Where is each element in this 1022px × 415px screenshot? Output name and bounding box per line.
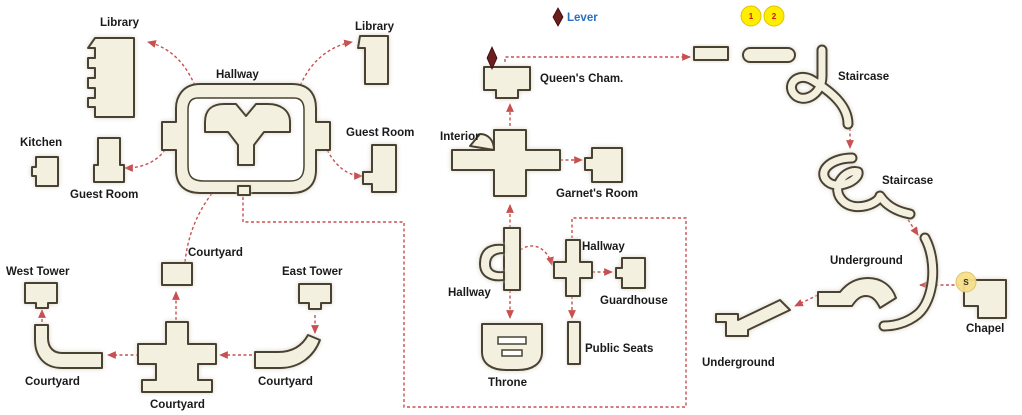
label-guest-room-east: Guest Room — [346, 127, 414, 139]
label-hallway-main: Hallway — [216, 69, 259, 81]
chapel-room — [963, 279, 1007, 319]
courtyard-west-room — [34, 324, 103, 369]
label-library-west: Library — [100, 17, 140, 29]
label-chapel: Chapel — [966, 323, 1004, 335]
throne-room — [481, 323, 543, 371]
label-courtyard-north: Courtyard — [188, 247, 243, 259]
route-courtyard-to-hallway — [184, 164, 241, 263]
staircase-upper-room — [786, 44, 854, 130]
label-underground-upper: Underground — [830, 255, 903, 267]
label-hallway-east: Hallway — [582, 241, 625, 253]
svg-text:S: S — [963, 278, 969, 287]
library-east-room — [357, 35, 389, 85]
diamond-icon — [552, 7, 564, 27]
route-hallway-to-guest-room-west — [124, 144, 169, 172]
underground-upper-room — [817, 232, 939, 332]
label-underground-lower: Underground — [702, 357, 775, 369]
interior-room — [451, 129, 561, 197]
label-guest-room-west: Guest Room — [70, 189, 138, 201]
label-west-tower: West Tower — [6, 266, 70, 278]
route-underground-to-lower — [794, 294, 819, 307]
label-garnets-room: Garnet's Room — [556, 188, 638, 200]
legend-lever-label: Lever — [567, 12, 598, 24]
label-courtyard-west: Courtyard — [25, 376, 80, 388]
label-queens-chamber: Queen's Cham. — [540, 73, 623, 85]
marker-2: 2 — [763, 5, 785, 27]
guest-room-west-room — [93, 137, 125, 183]
route-queens-chamber-to-staircase — [504, 53, 691, 62]
label-courtyard-south: Courtyard — [150, 399, 205, 411]
label-kitchen: Kitchen — [20, 137, 62, 149]
map-labels: Library Library Hallway Kitchen Guest Ro… — [6, 17, 1004, 411]
label-hallway-west: Hallway — [448, 287, 491, 299]
label-throne: Throne — [488, 377, 527, 389]
legend: Lever — [552, 7, 598, 27]
staircase-lower-room — [818, 152, 916, 220]
courtyard-south-room — [137, 321, 217, 393]
route-staircase-lower-to-underground — [904, 214, 919, 236]
svg-text:1: 1 — [749, 12, 754, 21]
label-interior: Interior — [440, 131, 480, 143]
label-guardhouse: Guardhouse — [600, 295, 668, 307]
save-point-marker: S — [955, 271, 977, 293]
label-staircase-lower: Staircase — [882, 175, 933, 187]
west-tower-room — [24, 282, 58, 309]
label-library-east: Library — [355, 21, 395, 33]
queens-chamber-room — [483, 66, 531, 99]
hallway-east-room — [553, 239, 593, 297]
corridor-block-room — [693, 46, 729, 61]
marker-platform-room — [742, 47, 796, 63]
route-hallway-to-guest-room-east — [324, 144, 363, 180]
marker-1: 1 — [740, 5, 762, 27]
label-courtyard-east: Courtyard — [258, 376, 313, 388]
underground-lower-room — [715, 299, 791, 337]
guardhouse-room — [615, 257, 646, 289]
public-seats-room — [567, 321, 581, 365]
east-tower-room — [298, 283, 332, 310]
kitchen-room — [31, 156, 59, 187]
label-staircase-upper: Staircase — [838, 71, 889, 83]
lever-on-map — [486, 46, 498, 70]
guest-room-east-room — [362, 144, 397, 193]
hallway-main-room — [161, 83, 331, 196]
courtyard-east-room — [254, 334, 321, 369]
route-hallway-to-library-west — [147, 40, 206, 129]
svg-text:2: 2 — [772, 12, 777, 21]
hallway-west-room — [479, 227, 521, 291]
courtyard-north-room — [161, 262, 193, 286]
route-hallway-to-lower-long — [242, 197, 687, 408]
label-public-seats: Public Seats — [585, 343, 653, 355]
library-west-room — [87, 37, 135, 118]
label-east-tower: East Tower — [282, 266, 343, 278]
garnets-room-room — [584, 147, 623, 183]
route-hallway-west-to-hallway-east — [519, 245, 554, 266]
